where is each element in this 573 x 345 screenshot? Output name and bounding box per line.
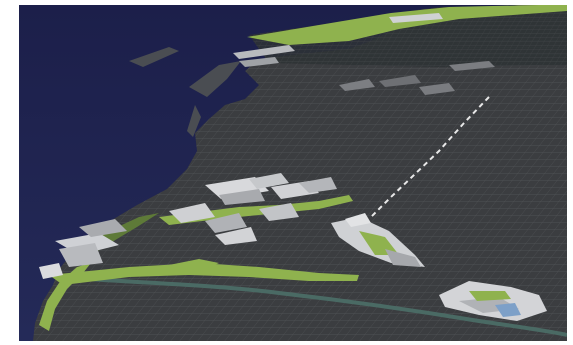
bottom-green-2 bbox=[169, 259, 219, 271]
bottom-green-corridor bbox=[49, 263, 359, 285]
top-strip-buildings bbox=[389, 13, 443, 23]
harbour-pier-2 bbox=[189, 61, 241, 97]
downtown-cluster-1 bbox=[205, 173, 337, 205]
park-top-strip bbox=[247, 5, 567, 45]
district-bottom-right bbox=[439, 281, 547, 321]
upper-blocks bbox=[339, 61, 495, 95]
downtown-cluster-2 bbox=[169, 203, 299, 245]
waterfront-cluster bbox=[39, 219, 127, 279]
harbour-dock-buildings bbox=[233, 45, 295, 59]
harbour-breakwater bbox=[187, 105, 201, 137]
harbour-dock-buildings-2 bbox=[239, 57, 279, 67]
dashed-route bbox=[370, 96, 490, 218]
harbour-pier-1 bbox=[129, 47, 179, 67]
river bbox=[58, 275, 567, 337]
aerial-city-scene bbox=[19, 5, 567, 341]
coastal-park bbox=[39, 263, 91, 331]
district-center-right bbox=[331, 213, 425, 267]
